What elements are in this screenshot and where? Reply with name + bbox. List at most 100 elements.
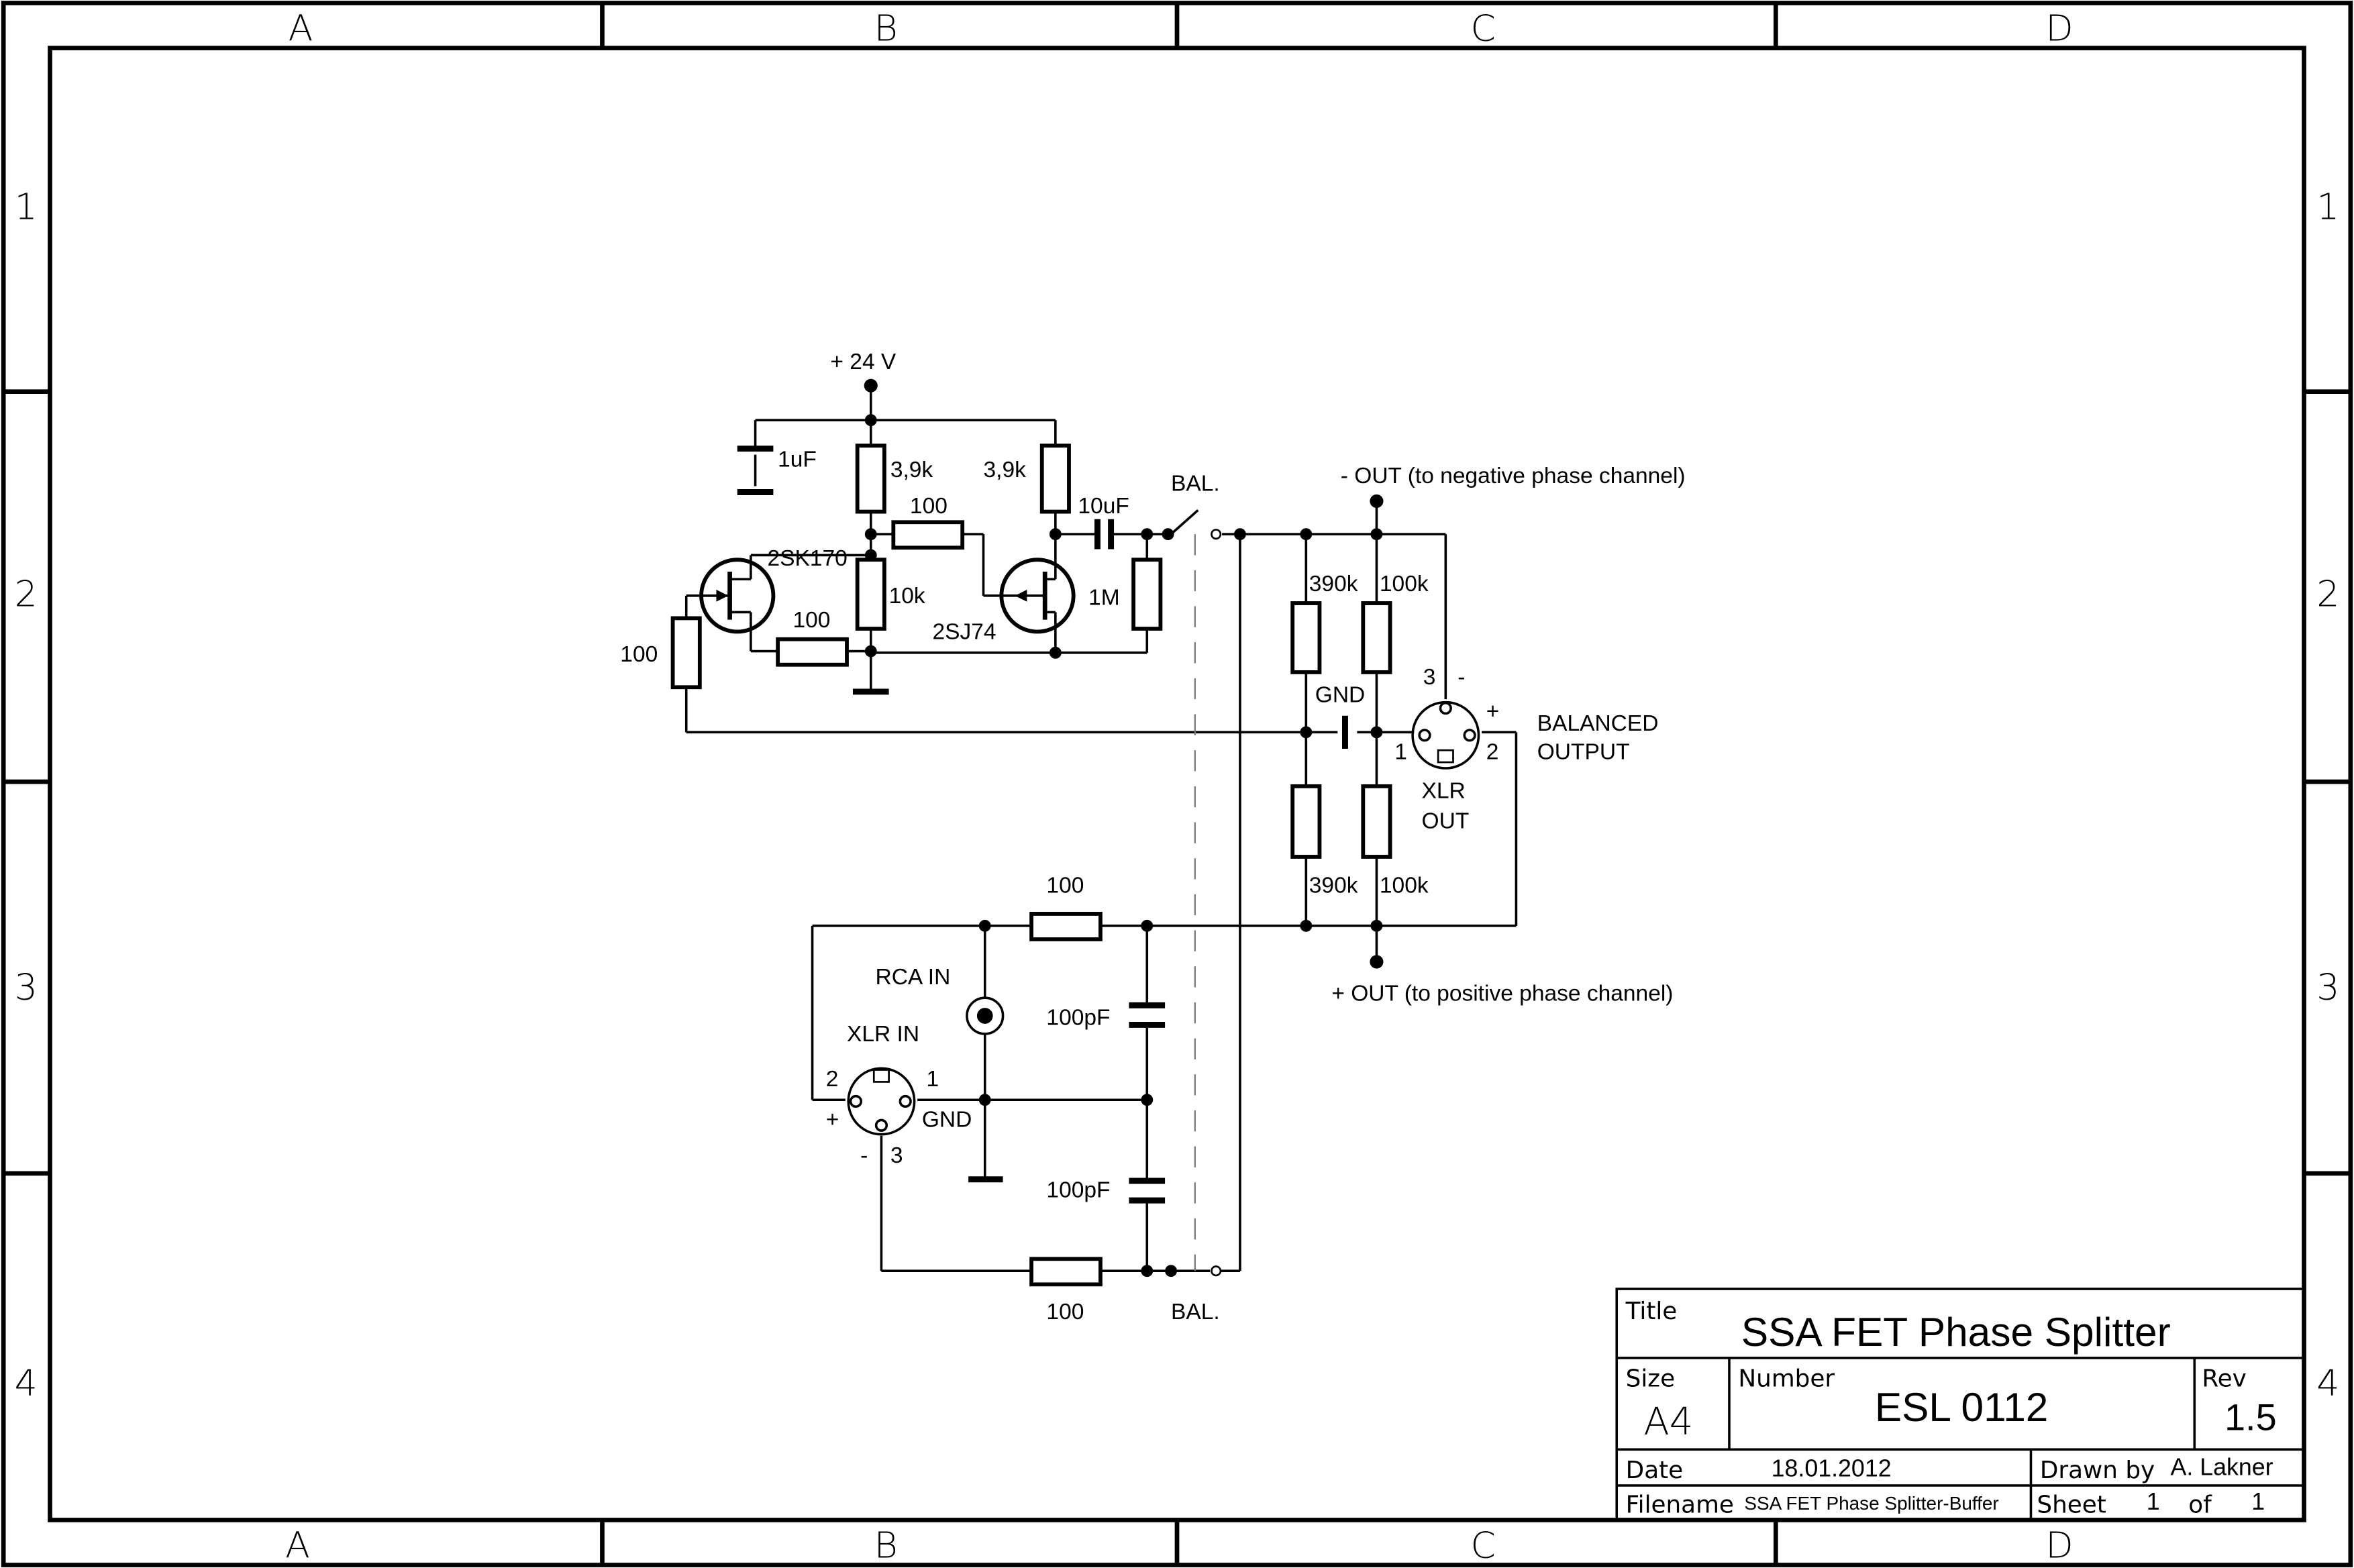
supply-label: + 24 V xyxy=(830,350,897,374)
label-100k-top: 100k xyxy=(1380,572,1429,596)
rev-label: Rev xyxy=(2202,1365,2246,1392)
date-label: Date xyxy=(1626,1457,1684,1484)
label-2sj74: 2SJ74 xyxy=(932,620,996,645)
label-xlr-in: XLR IN xyxy=(847,1022,919,1047)
frame-row-2-right: 2 xyxy=(2316,572,2339,615)
label-390k-top: 390k xyxy=(1309,572,1358,596)
label-xlr-in-gnd: GND xyxy=(922,1108,972,1133)
filename-label: Filename xyxy=(1626,1491,1734,1518)
resistor-390k-bottom xyxy=(1290,784,1322,859)
size-value: A4 xyxy=(1644,1400,1694,1444)
of-label: of xyxy=(2188,1491,2212,1518)
label-100-gate: 100 xyxy=(620,642,658,667)
resistor-100-gate xyxy=(670,616,702,690)
label-xlr-in-pin1: 1 xyxy=(927,1067,939,1092)
frame-row-1-right: 1 xyxy=(2316,186,2339,228)
jfet-2sk170 xyxy=(699,558,776,634)
frame-col-c-top: C xyxy=(1470,7,1495,49)
label-bal-top: BAL. xyxy=(1171,471,1220,496)
title-value: SSA FET Phase Splitter xyxy=(1741,1309,2171,1355)
component-labels: + 24 V 1uF 3,9k 3,9k 100 10uF BAL. 2SK17… xyxy=(620,350,1685,1324)
capacitor-100pf-top xyxy=(1129,1002,1166,1028)
frame-row-3-right: 3 xyxy=(2316,965,2339,1008)
drawn-by-label: Drawn by xyxy=(2040,1457,2155,1484)
frame-row-4-left: 4 xyxy=(15,1362,38,1404)
capacitor-10uf xyxy=(1094,519,1115,550)
resistor-100k-top xyxy=(1361,601,1392,674)
frame-row-3-left: 3 xyxy=(15,965,38,1008)
label-pos-out: + OUT (to positive phase channel) xyxy=(1331,982,1673,1006)
frame-col-d-top: D xyxy=(2045,7,2073,49)
junctions xyxy=(864,378,1384,1277)
label-3k9-stage1: 3,9k xyxy=(890,458,933,482)
sheet-value: 1 xyxy=(2147,1488,2160,1515)
frame-col-a-top: A xyxy=(289,7,313,49)
resistor-3k9-stage1 xyxy=(855,443,886,514)
resistor-390k-top xyxy=(1290,601,1322,674)
label-xlr-out-minus: - xyxy=(1457,665,1465,690)
frame-col-d-bottom: D xyxy=(2045,1524,2073,1566)
label-100-input-top: 100 xyxy=(1046,874,1084,898)
label-xlr-in-minus: - xyxy=(860,1143,868,1168)
label-xlr-out-name-2: OUT xyxy=(1422,808,1470,833)
label-rca-in: RCA IN xyxy=(875,965,950,990)
label-10uf: 10uF xyxy=(1078,494,1129,519)
wires xyxy=(684,385,1518,1272)
label-balanced-1: BALANCED xyxy=(1537,711,1659,736)
resistor-100-input-bottom xyxy=(1029,1257,1103,1287)
label-3k9-stage2: 3,9k xyxy=(984,458,1027,482)
resistor-3k9-stage2 xyxy=(1039,443,1071,514)
frame-col-b-bottom: B xyxy=(874,1524,898,1566)
number-value: ESL 0112 xyxy=(1875,1384,2048,1430)
resistor-1m xyxy=(1131,558,1163,631)
label-390k-bottom: 390k xyxy=(1309,874,1358,898)
label-xlr-out-pin1: 1 xyxy=(1394,740,1407,765)
label-100pf-bottom: 100pF xyxy=(1046,1178,1110,1203)
size-label: Size xyxy=(1626,1365,1675,1392)
resistor-100-input-top xyxy=(1029,912,1103,941)
label-100pf-top: 100pF xyxy=(1046,1005,1110,1030)
drawn-by-value: A. Lakner xyxy=(2170,1453,2273,1480)
filename-value: SSA FET Phase Splitter-Buffer xyxy=(1744,1493,1998,1514)
number-label: Number xyxy=(1738,1365,1835,1392)
date-value: 18.01.2012 xyxy=(1772,1455,1892,1482)
label-neg-out: - OUT (to negative phase channel) xyxy=(1341,464,1686,488)
label-xlr-in-pin2: 2 xyxy=(826,1067,839,1092)
label-1m: 1M xyxy=(1088,585,1120,610)
label-xlr-in-plus: + xyxy=(826,1108,839,1133)
frame-row-4-right: 4 xyxy=(2316,1362,2339,1404)
label-2sk170: 2SK170 xyxy=(767,546,847,571)
resistor-100k-bottom xyxy=(1361,784,1392,859)
label-xlr-out-pin2: 2 xyxy=(1486,740,1499,765)
rca-in-connector xyxy=(966,996,1005,1035)
frame-col-b-top: B xyxy=(874,7,898,49)
label-10k: 10k xyxy=(889,584,925,609)
frame-row-2-left: 2 xyxy=(15,572,38,615)
label-1uf: 1uF xyxy=(778,448,817,472)
label-bal-bottom: BAL. xyxy=(1171,1300,1220,1324)
xlr-out-connector xyxy=(1411,700,1480,770)
resistor-100-source xyxy=(776,637,849,667)
resistor-100-series xyxy=(891,520,965,550)
bal-switch-contacts xyxy=(1211,529,1222,1277)
sheet-total-value: 1 xyxy=(2251,1488,2265,1515)
title-label: Title xyxy=(1625,1298,1678,1325)
frame-row-1-left: 1 xyxy=(15,186,38,228)
label-balanced-2: OUTPUT xyxy=(1537,740,1630,765)
label-100-series: 100 xyxy=(910,494,948,519)
label-xlr-out-name-1: XLR xyxy=(1422,779,1466,804)
label-100-source: 100 xyxy=(792,608,830,633)
label-100k-bottom: 100k xyxy=(1380,874,1429,898)
label-gnd-out: GND xyxy=(1315,683,1366,708)
jfet-2sj74 xyxy=(999,558,1076,634)
capacitor-100pf-bottom xyxy=(1129,1178,1166,1204)
title-block: Title SSA FET Phase Splitter Size A4 Num… xyxy=(1615,1288,2306,1522)
rev-value: 1.5 xyxy=(2224,1396,2277,1438)
label-100-input-bottom: 100 xyxy=(1046,1300,1084,1324)
sheet-label: Sheet xyxy=(2037,1491,2106,1518)
label-xlr-out-plus: + xyxy=(1486,699,1500,724)
capacitor-1uf xyxy=(737,446,774,495)
xlr-in-connector xyxy=(847,1067,916,1136)
